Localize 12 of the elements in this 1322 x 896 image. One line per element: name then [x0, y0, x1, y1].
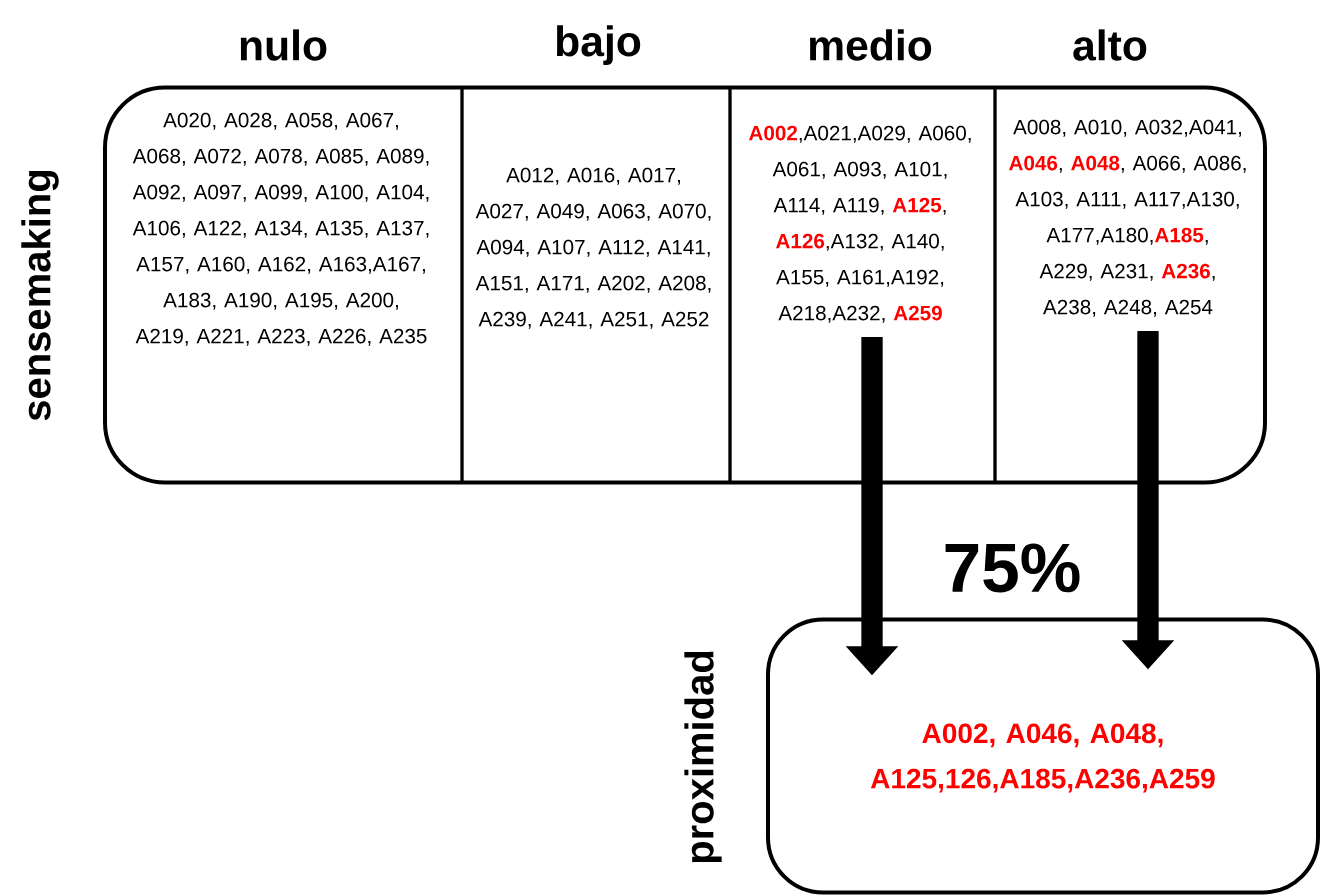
cell-text: A008, A010, A032,A041, A046, A048, A066, A086, A103, A111, A117,A130, A177,A180,A185, A229, A231, A236, A238, A248, A254	[1009, 119, 1246, 317]
cell-text: A020, A028, A058, A067, A068, A072, A078, A085, A089, A092, A097, A099, A100, A104, A106, A122, A134, A135, A137, A157, A160, A162, A163,A167, A183, A190, A195, A200, A219, A221, A223, A226, A235	[132, 112, 429, 346]
column-heading: bajo	[556, 25, 641, 65]
row-heading: sensemaking	[21, 170, 59, 421]
column-heading: alto	[1073, 29, 1147, 61]
column-heading: nulo	[240, 29, 327, 61]
cell-text: A012, A016, A017, A027, A049, A063, A070, A094, A107, A112, A141, A151, A171, A202, A208, A239, A241, A251, A252	[475, 167, 711, 329]
result-text: A002, A046, A048, A125,126,A185,A236,A259	[870, 723, 1215, 793]
column-heading: medio	[810, 29, 932, 61]
cell-text: A002,A021,A029, A060, A061, A093, A101, A114, A119, A125, A126,A132, A140, A155, A161,A192, A218,A232, A259	[749, 125, 971, 323]
percent-label: 75%	[945, 543, 1080, 593]
row-heading: proximidad	[684, 651, 722, 863]
